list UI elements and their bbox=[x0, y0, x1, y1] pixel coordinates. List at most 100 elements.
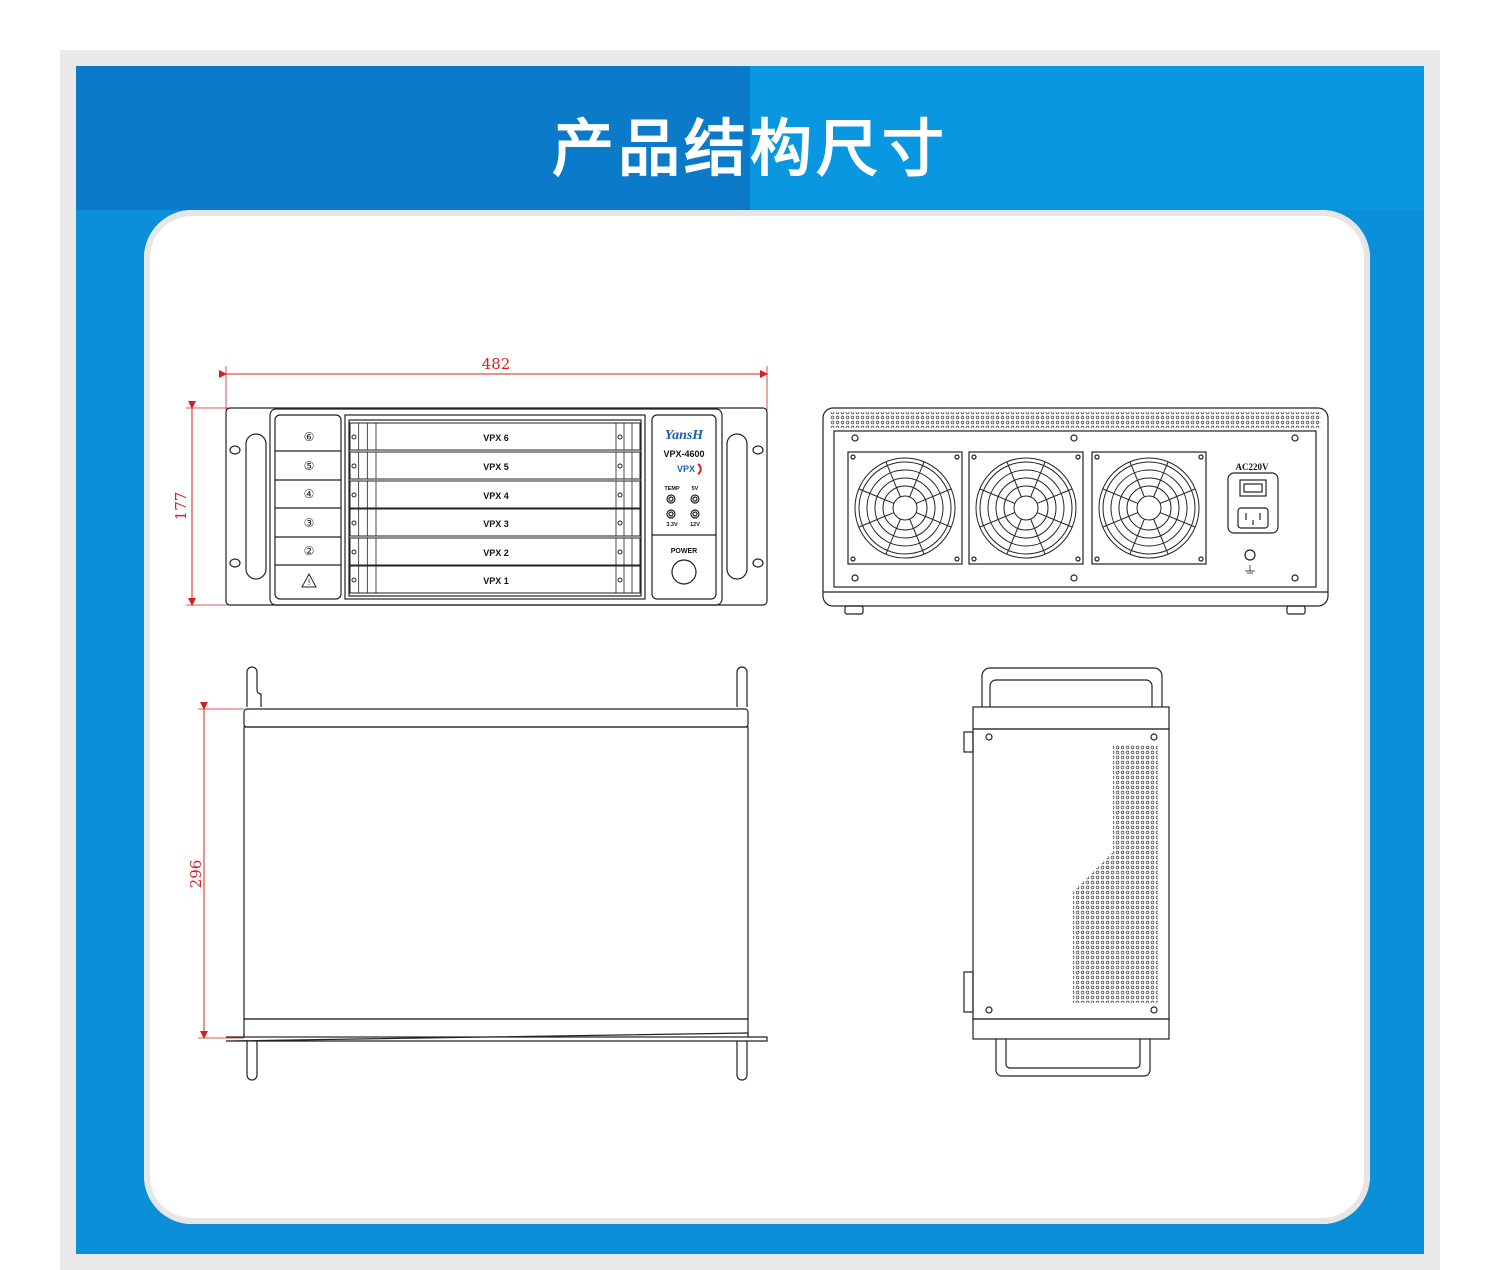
slot-5: VPX 5 bbox=[349, 451, 641, 480]
vpx-logo-arc bbox=[697, 463, 702, 475]
slot-label: VPX 6 bbox=[483, 433, 509, 443]
fan-mount-hole bbox=[850, 556, 856, 562]
slot-number-column: ⑥ ⑤ ④ ③ ② ! bbox=[301, 430, 317, 588]
fan-mount-hole bbox=[954, 556, 960, 562]
fan-mount-hole bbox=[1075, 556, 1081, 562]
fan-mount-hole bbox=[971, 454, 977, 460]
slot-number-6: ⑥ bbox=[304, 430, 315, 444]
slot-screw bbox=[351, 577, 357, 583]
slot-screw bbox=[351, 492, 357, 498]
fan-guard-spoke bbox=[1153, 461, 1169, 498]
indicator-3v3-label: 3.3V bbox=[666, 522, 678, 528]
rear-view bbox=[822, 407, 1329, 615]
depth-dimension: 296 bbox=[187, 860, 205, 889]
slot-number-2: ② bbox=[304, 544, 315, 558]
fan-guard-spoke bbox=[1030, 518, 1046, 555]
fan-housing bbox=[1091, 451, 1207, 565]
fan-housing bbox=[968, 451, 1084, 565]
slot-3: VPX 3 bbox=[349, 508, 641, 537]
fan-guard-spoke bbox=[1006, 461, 1022, 498]
power-label: POWER bbox=[671, 548, 697, 555]
fan-guard-spoke bbox=[1006, 518, 1022, 555]
fan-mount-hole bbox=[1198, 556, 1204, 562]
fan-guard-spoke bbox=[858, 488, 895, 504]
fan-group bbox=[847, 451, 1207, 565]
rear-screws bbox=[851, 434, 1299, 582]
fan-2 bbox=[968, 451, 1084, 565]
fan-guard-spoke bbox=[909, 518, 925, 555]
fan-guard-ring bbox=[995, 477, 1057, 539]
fan-guard-ring bbox=[1118, 477, 1180, 539]
fan-guard-spoke bbox=[915, 512, 952, 528]
vpx-logo: VPX bbox=[677, 464, 695, 474]
slot-number-5: ⑤ bbox=[304, 459, 315, 473]
warning-icon-mark: ! bbox=[307, 578, 310, 587]
slot-screw bbox=[351, 463, 357, 469]
fan-guard-spoke bbox=[1129, 518, 1145, 555]
fan-guard-spoke bbox=[915, 488, 952, 504]
slot-label: VPX 1 bbox=[483, 576, 509, 586]
control-panel: YansH VPX-4600 VPX TEMP 5V 3.3V 12V POWE… bbox=[663, 428, 704, 555]
fan-guard-spoke bbox=[858, 512, 895, 528]
top-view bbox=[198, 666, 768, 1081]
fan-guard-ring bbox=[1098, 457, 1200, 559]
slot-label: VPX 3 bbox=[483, 519, 509, 529]
slot-number-3: ③ bbox=[304, 516, 315, 530]
slot-label: VPX 4 bbox=[483, 491, 509, 501]
fan-1 bbox=[847, 451, 963, 565]
slot-4: VPX 4 bbox=[349, 480, 641, 509]
fan-guard-spoke bbox=[1153, 518, 1169, 555]
slot-screw bbox=[617, 434, 623, 440]
fan-guard-ring bbox=[987, 469, 1065, 547]
fan-mount-hole bbox=[1198, 454, 1204, 460]
fan-guard-ring bbox=[882, 485, 928, 531]
fan-guard-ring bbox=[892, 495, 918, 521]
page-title: 产品结构尺寸 bbox=[551, 112, 948, 185]
fan-guard-spoke bbox=[885, 461, 901, 498]
front-height-dimension: 177 bbox=[172, 492, 190, 521]
slot-1: VPX 1 bbox=[349, 565, 641, 594]
slot-screw bbox=[617, 463, 623, 469]
fan-guard-spoke bbox=[1129, 461, 1145, 498]
warning-icon bbox=[301, 572, 317, 588]
fan-mount-hole bbox=[850, 454, 856, 460]
fan-guard-ring bbox=[1126, 485, 1172, 531]
fan-mount-hole bbox=[1094, 556, 1100, 562]
fan-mount-hole bbox=[1075, 454, 1081, 460]
fan-guard-ring bbox=[1110, 469, 1188, 547]
slot-number-4: ④ bbox=[304, 487, 315, 501]
model-label: VPX-4600 bbox=[663, 449, 704, 459]
fan-guard-spoke bbox=[979, 512, 1016, 528]
fan-guard-spoke bbox=[1102, 488, 1139, 504]
fan-3 bbox=[1091, 451, 1207, 565]
indicator-12v-label: 12V bbox=[690, 522, 700, 528]
side-view bbox=[963, 667, 1170, 1077]
fan-guard-ring bbox=[854, 457, 956, 559]
slot-screw bbox=[617, 492, 623, 498]
fan-mount-hole bbox=[954, 454, 960, 460]
slot-screw bbox=[351, 549, 357, 555]
slot-screw bbox=[351, 520, 357, 526]
fan-mount-hole bbox=[971, 556, 977, 562]
fan-guard-spoke bbox=[1036, 488, 1073, 504]
drawing-card bbox=[144, 210, 1370, 1224]
fan-guard-spoke bbox=[1159, 512, 1196, 528]
fan-guard-ring bbox=[1003, 485, 1049, 531]
slot-screw bbox=[351, 434, 357, 440]
brand-logo: YansH bbox=[665, 428, 705, 443]
fan-guard-spoke bbox=[1159, 488, 1196, 504]
slot-screw bbox=[617, 549, 623, 555]
indicator-temp-label: TEMP bbox=[664, 486, 680, 492]
fan-guard-ring bbox=[975, 457, 1077, 559]
fan-guard-ring bbox=[866, 469, 944, 547]
indicator-5v-label: 5V bbox=[692, 486, 699, 492]
slot-6: VPX 6 bbox=[349, 422, 641, 451]
fan-mount-hole bbox=[1094, 454, 1100, 460]
fan-guard-ring bbox=[1102, 461, 1196, 555]
fan-guard-ring bbox=[1136, 495, 1162, 521]
fan-guard-spoke bbox=[1102, 512, 1139, 528]
fan-guard-spoke bbox=[979, 488, 1016, 504]
front-width-dimension: 482 bbox=[482, 355, 511, 373]
